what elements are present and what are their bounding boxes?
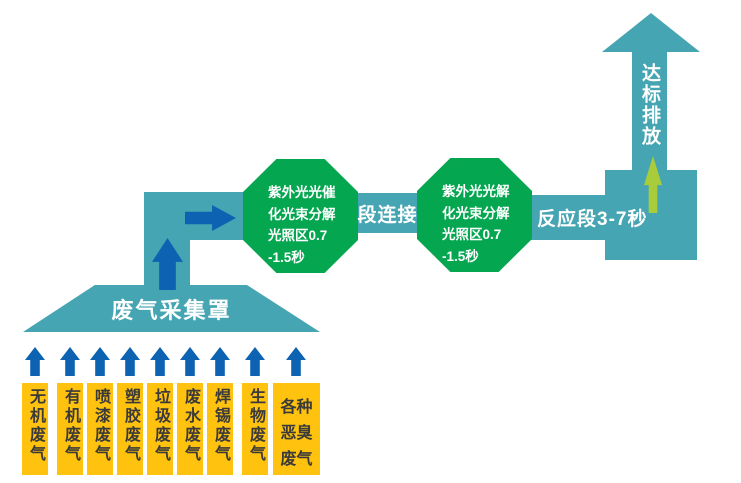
uv-catalysis-stage: 紫外光光催 化光束分解 光照区0.7 -1.5秒 [243,159,358,273]
uv-photolysis-text: 紫外光光解 化光束分解 光照区0.7 -1.5秒 [417,158,532,267]
uv-photolysis-stage: 紫外光光解 化光束分解 光照区0.7 -1.5秒 [417,158,532,272]
waste-gas-label: 废水废气 [182,388,199,464]
stage2-line: -1.5秒 [442,248,479,264]
waste-gas-label: 各种恶臭废气 [280,399,313,468]
stage2-line: 紫外光光解 [442,184,510,199]
waste-gas-label: 焊锡废气 [212,388,229,464]
waste-gas-label: 生物废气 [247,388,264,464]
waste-gas-box: 焊锡废气 [207,383,233,475]
stage1-line: 紫外光光催 [268,185,336,200]
stack-shaft [632,50,667,172]
intake-up-arrow-icon [150,347,170,376]
stage2-line: 光照区0.7 [442,227,502,242]
waste-gas-label: 喷漆废气 [92,388,109,464]
stage2-line: 化光束分解 [442,205,510,221]
stage-connector-duct [350,193,425,233]
waste-gas-box: 喷漆废气 [87,383,113,475]
collection-hood: 废气采集罩 [23,285,320,332]
waste-gas-box: 生物废气 [242,383,268,475]
exhaust-up-arrow-icon [602,13,700,52]
intake-up-arrow-icon [245,347,265,376]
stage1-line: 光照区0.7 [268,228,328,243]
stage1-line: -1.5秒 [268,249,305,265]
exhaust-label: 达标排放 [639,63,660,147]
waste-gas-box: 各种恶臭废气 [273,383,320,475]
intake-up-arrow-icon [286,347,306,376]
waste-gas-box: 无机废气 [22,383,48,475]
intake-up-arrow-icon [120,347,140,376]
uv-catalysis-text: 紫外光光催 化光束分解 光照区0.7 -1.5秒 [243,159,358,268]
waste-gas-box: 有机废气 [57,383,83,475]
intake-up-arrow-icon [180,347,200,376]
waste-gas-box: 垃圾废气 [147,383,173,475]
collection-hood-label: 废气采集罩 [111,297,232,323]
reaction-section-label: 反应段3-7秒 [537,209,648,230]
intake-up-arrow-icon [210,347,230,376]
waste-gas-label: 无机废气 [27,388,44,464]
reaction-duct [525,195,610,240]
waste-gas-label: 有机废气 [62,388,79,464]
waste-gas-box: 塑胶废气 [117,383,143,475]
intake-up-arrow-icon [90,347,110,376]
stage1-line: 化光束分解 [268,206,336,222]
waste-gas-box: 废水废气 [177,383,203,475]
waste-gas-label: 垃圾废气 [152,388,169,464]
segment-connection-label: 段连接 [357,204,418,226]
waste-gas-label: 塑胶废气 [122,388,139,464]
intake-up-arrow-icon [25,347,45,376]
intake-up-arrow-icon [60,347,80,376]
